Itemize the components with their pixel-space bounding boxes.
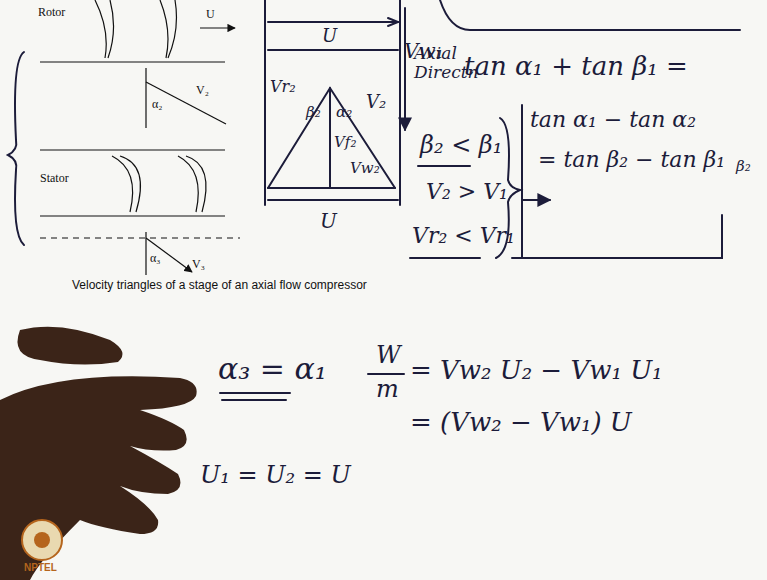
inequality: Vr₂ < Vr₁ xyxy=(412,224,515,248)
equation: = Vw₂ U₂ − Vw₁ U₁ xyxy=(410,356,662,385)
angle-symbol: β₂ xyxy=(306,104,321,121)
velocity-symbol: U xyxy=(206,8,215,21)
velocity-symbol: V₂ xyxy=(196,84,209,97)
velocity-symbol: Vf₂ xyxy=(334,134,356,151)
velocity-symbol: Vw₂ xyxy=(350,160,380,177)
angle-symbol: α₃ xyxy=(150,252,160,265)
handwritten-strokes xyxy=(8,0,740,400)
velocity-symbol: Vr₂ xyxy=(270,78,296,96)
equation: tan α₁ + tan β₁ = xyxy=(464,52,688,81)
velocity-symbol: V₃ xyxy=(192,258,205,271)
angle-symbol: β₂ xyxy=(736,158,751,175)
equation: U₁ = U₂ = U xyxy=(200,462,351,488)
equation: α₃ = α₁ xyxy=(218,352,327,385)
inequality: V₂ > V₁ xyxy=(426,180,508,204)
printed-figure xyxy=(40,0,240,275)
part-name: Rotor xyxy=(38,6,65,19)
angle-symbol: α₂ xyxy=(152,98,162,111)
angle-symbol: α₂ xyxy=(336,104,352,121)
equation: = (Vw₂ − Vw₁) U xyxy=(410,408,632,437)
velocity-symbol: U xyxy=(320,210,337,232)
velocity-symbol: U xyxy=(322,26,337,46)
velocity-symbol: V₂ xyxy=(366,92,386,112)
equation: tan α₁ − tan α₂ xyxy=(530,108,696,132)
equation: = tan β₂ − tan β₁ xyxy=(538,148,725,172)
nptel-logo xyxy=(22,520,62,560)
fraction-part: W xyxy=(376,342,401,368)
part-name: Stator xyxy=(40,172,69,185)
watermark: NPTEL xyxy=(24,562,57,573)
figure-caption: Velocity triangles of a stage of an axia… xyxy=(72,278,367,292)
hand-photo xyxy=(0,327,197,580)
fraction-part: m xyxy=(376,376,399,402)
inequality: β₂ < β₁ xyxy=(420,132,502,158)
